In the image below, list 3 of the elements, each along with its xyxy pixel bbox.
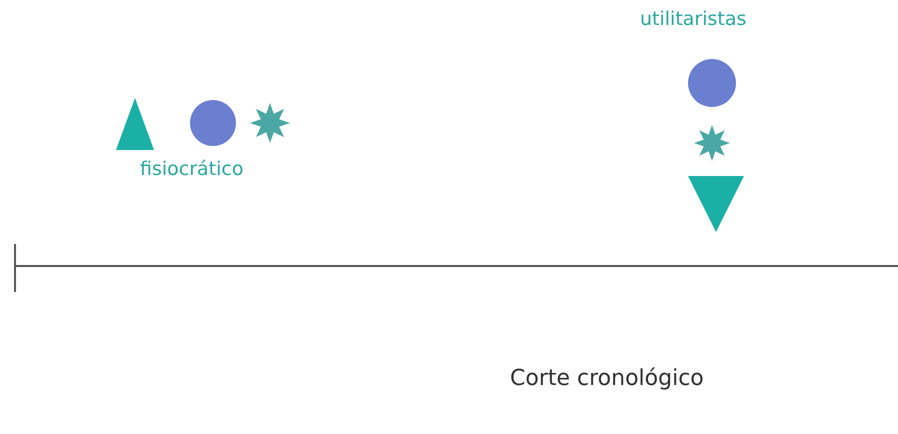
group-label: fisiocrático	[140, 160, 244, 179]
group-label: utilitaristas	[640, 10, 746, 29]
axis-label: Corte cronológico	[510, 368, 704, 390]
